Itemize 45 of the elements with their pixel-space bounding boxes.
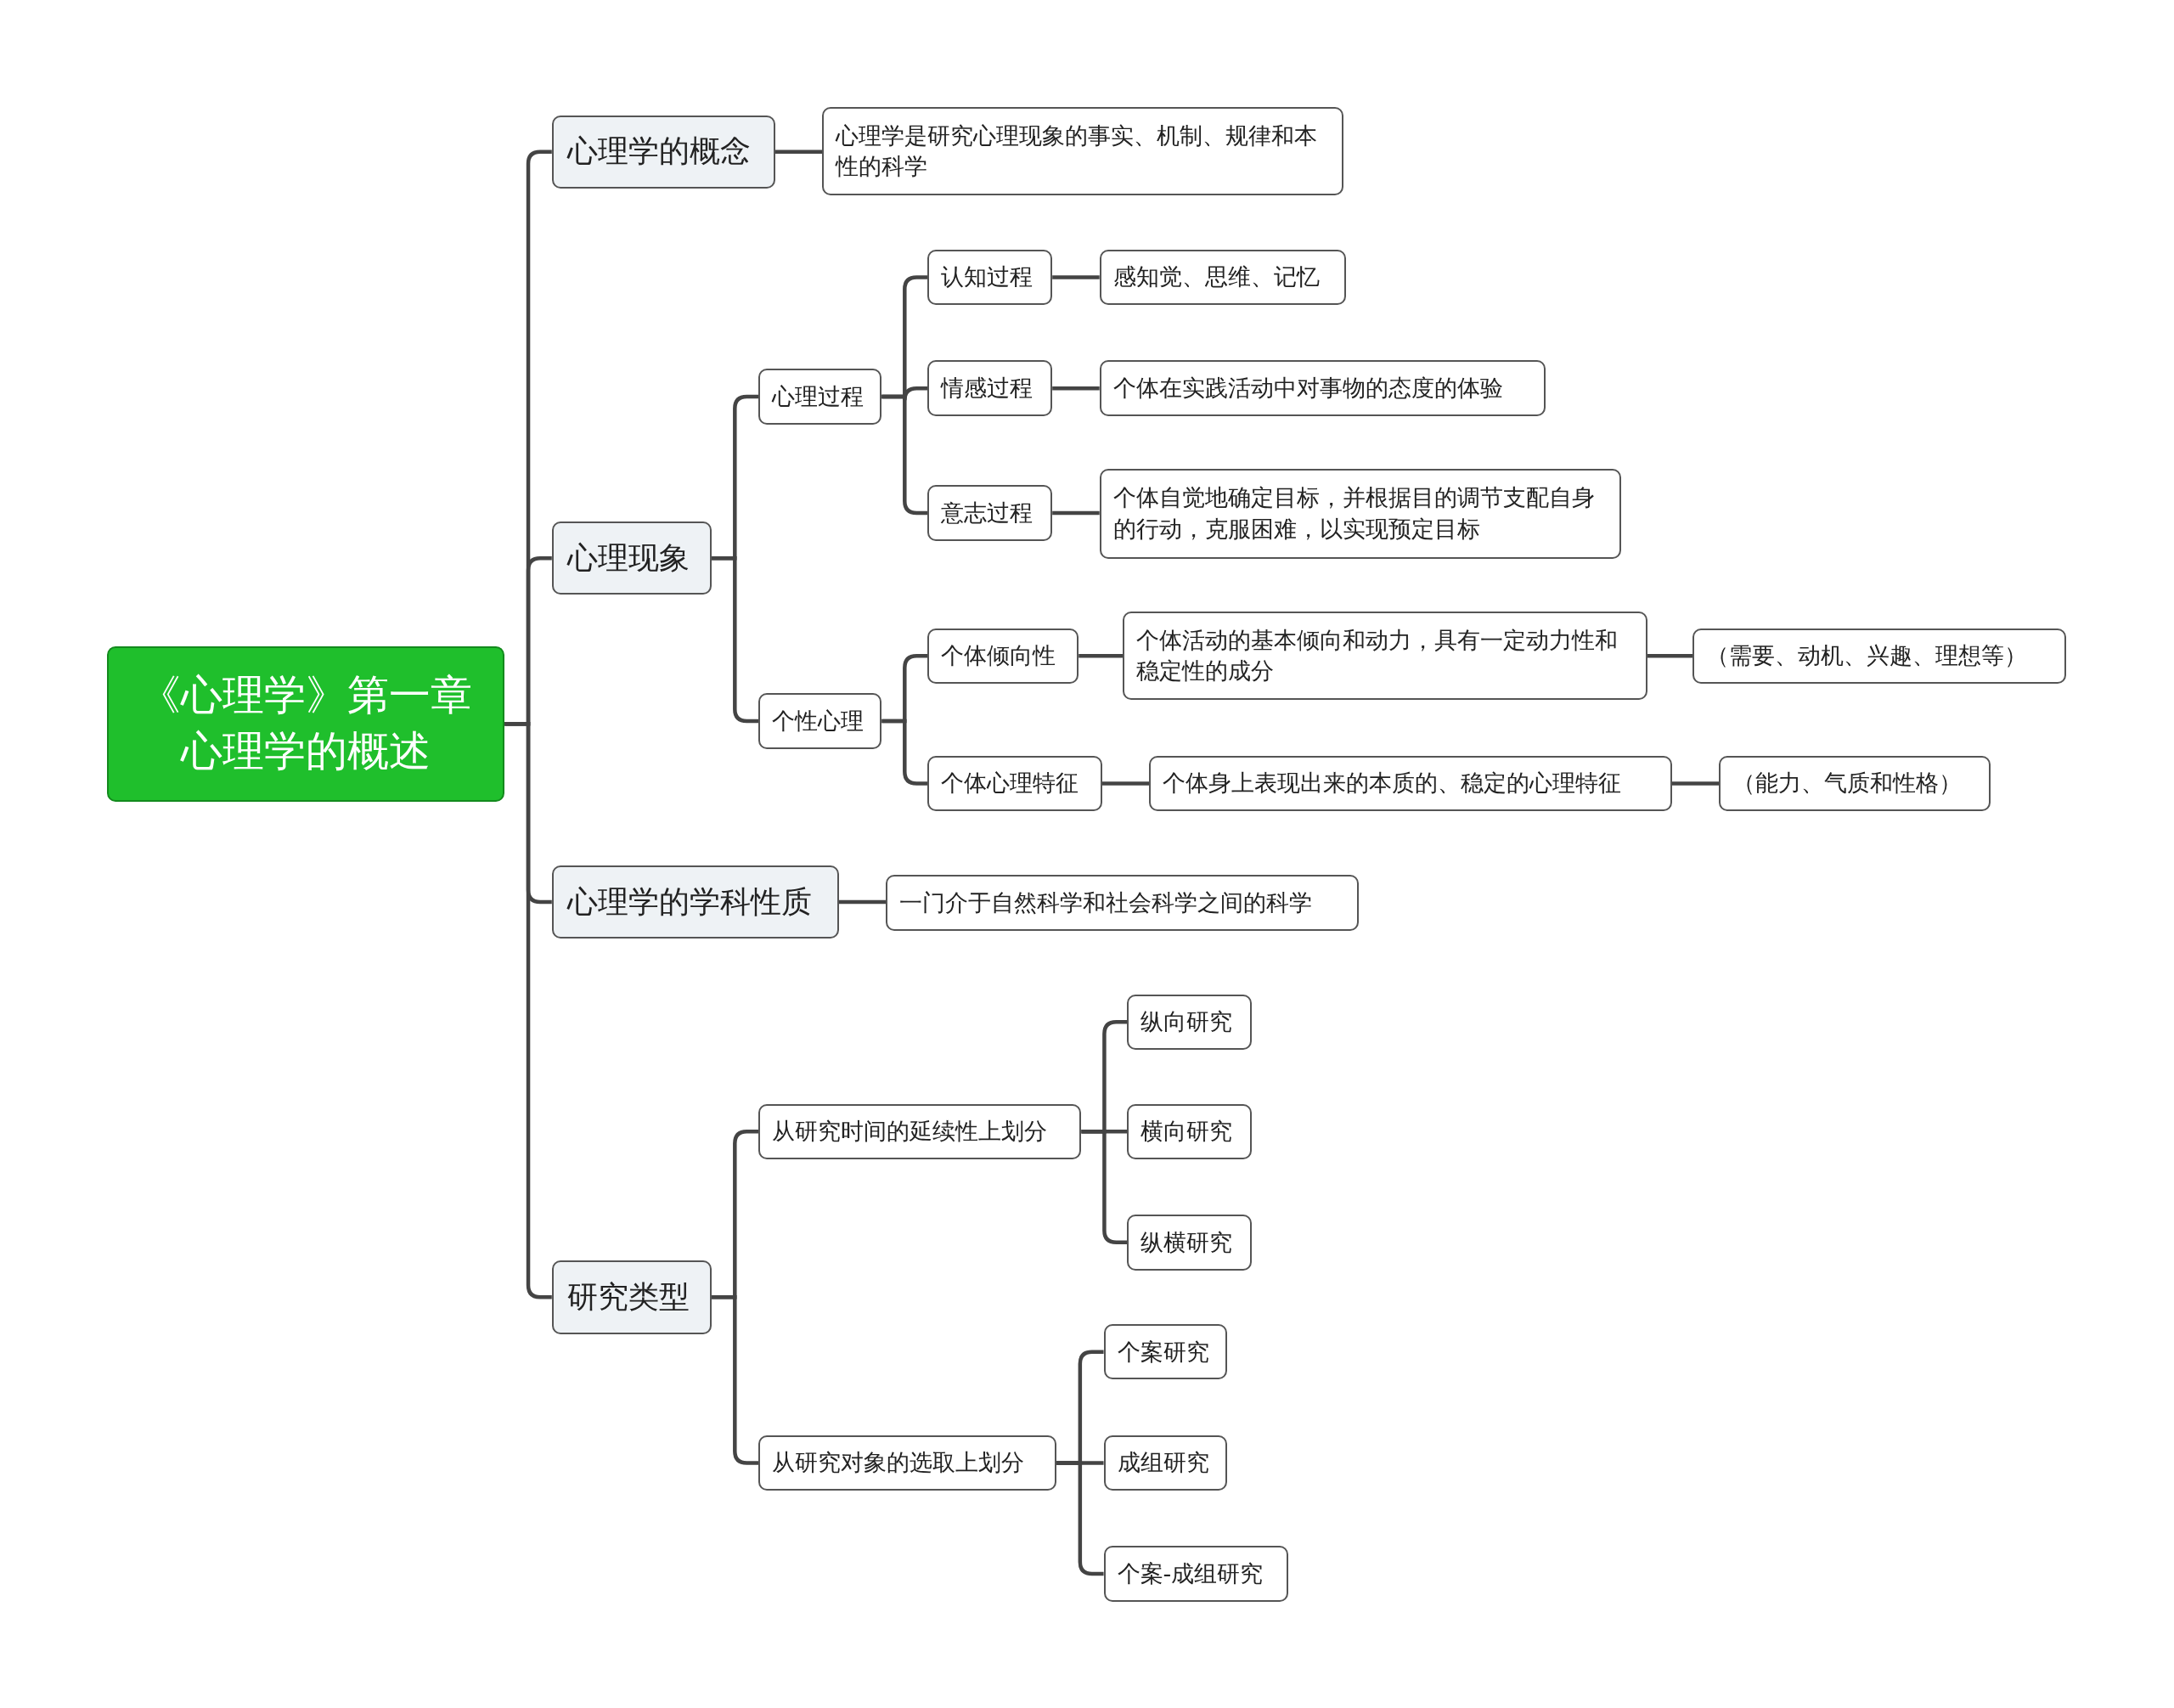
connector-line — [774, 149, 823, 155]
subtopic-box: 个体身上表现出来的本质的、稳定的心理特征 — [1149, 755, 1672, 812]
subtopic-box: 个案研究 — [1103, 1324, 1227, 1380]
subtopic-box: 纵向研究 — [1127, 994, 1253, 1050]
subtopic-box: 个体活动的基本倾向和动力，具有一定动力性和稳定性的成分 — [1123, 612, 1647, 701]
subtopic-box: 心理学是研究心理现象的事实、机制、规律和本性的科学 — [822, 106, 1344, 196]
connector-line — [711, 1295, 759, 1465]
subtopic-box: 横向研究 — [1127, 1103, 1253, 1159]
root-topic-box: 《心理学》第一章心理学的概述 — [106, 645, 505, 802]
topic-box: 研究类型 — [551, 1260, 712, 1334]
connector-line — [1079, 654, 1124, 658]
subtopic-box: 从研究时间的延续性上划分 — [758, 1103, 1082, 1159]
connector-line — [1052, 275, 1100, 279]
subtopic-box: 认知过程 — [927, 249, 1053, 306]
subtopic-box: （能力、气质和性格） — [1719, 755, 1991, 812]
connector-line — [838, 899, 887, 905]
connector-line — [881, 394, 928, 516]
connector-line — [1056, 1461, 1104, 1576]
subtopic-box: 情感过程 — [927, 360, 1053, 416]
connector-line — [1101, 781, 1150, 786]
topic-box: 心理现象 — [551, 521, 712, 595]
connector-line — [1647, 654, 1693, 658]
subtopic-box: 个性心理 — [758, 693, 882, 749]
subtopic-box: 感知觉、思维、记忆 — [1099, 249, 1347, 306]
subtopic-box: 个案-成组研究 — [1103, 1546, 1288, 1602]
subtopic-box: 心理过程 — [758, 369, 882, 425]
topic-box: 心理学的概念 — [551, 115, 775, 189]
connector-line — [504, 722, 552, 1299]
subtopic-box: 从研究对象的选取上划分 — [758, 1435, 1057, 1491]
connector-line — [881, 719, 928, 786]
connector-line — [1672, 781, 1720, 786]
subtopic-box: 意志过程 — [927, 485, 1053, 541]
connector-line — [1081, 1130, 1128, 1245]
subtopic-box: 个体自觉地确定目标，并根据目的调节支配自身的行动，克服困难，以实现预定目标 — [1099, 468, 1621, 559]
topic-box: 心理学的学科性质 — [551, 865, 839, 939]
subtopic-box: 个体在实践活动中对事物的态度的体验 — [1099, 360, 1546, 416]
connector-line — [1052, 386, 1100, 391]
subtopic-box: 个体心理特征 — [927, 755, 1102, 812]
subtopic-box: 个体倾向性 — [927, 628, 1079, 684]
subtopic-box: 纵横研究 — [1127, 1215, 1253, 1271]
subtopic-box: 成组研究 — [1103, 1435, 1227, 1491]
subtopic-box: （需要、动机、兴趣、理想等） — [1692, 628, 2066, 684]
connector-line — [711, 555, 759, 724]
connector-line — [1052, 510, 1100, 516]
subtopic-box: 一门介于自然科学和社会科学之间的科学 — [886, 875, 1359, 931]
